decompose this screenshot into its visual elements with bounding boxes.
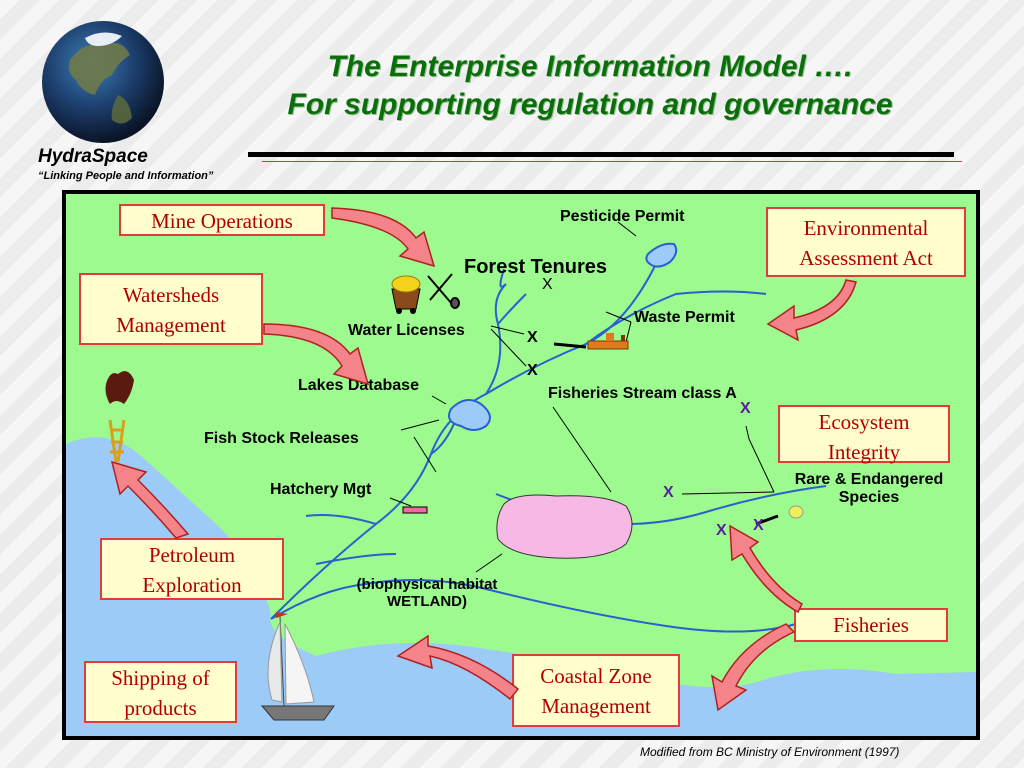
wetland-line-2: WETLAND) [387, 593, 467, 610]
flow-arrows [110, 207, 857, 712]
wetland [496, 494, 633, 559]
box-petroleum-line-1: Petroleum [148, 543, 236, 567]
box-fisheries-label: Fisheries [833, 613, 909, 637]
brand-name: HydraSpace [38, 146, 148, 167]
arrow-petroleum-to-derrick [110, 460, 190, 539]
arrow-watersheds-to-lakes [263, 323, 370, 386]
rare-line-1: Rare & Endangered [794, 471, 944, 488]
label-hatchery: Hatchery Mgt [270, 481, 372, 498]
arrow-env-to-waste [766, 279, 857, 342]
slide-title: The Enterprise Information Model …. For … [230, 48, 950, 124]
label-pesticide-permit: Pesticide Permit [560, 208, 685, 225]
x-marker: X [542, 276, 553, 293]
sawmill-icon [553, 333, 629, 350]
divider-rule [248, 152, 954, 157]
diagram-map: X X X X X X X Pesticide Permit Forest Te… [66, 194, 976, 736]
arrow-fisheries-to-river [729, 524, 803, 614]
box-watersheds: Watersheds Management [79, 273, 263, 345]
rare-line-2: Species [838, 489, 900, 506]
box-env-line-1: Environmental [803, 216, 929, 240]
box-watersheds-line-2: Management [116, 313, 226, 337]
box-shipping-line-2: products [124, 696, 197, 720]
x-marker: X [663, 484, 674, 501]
box-petroleum: Petroleum Exploration [100, 538, 284, 600]
x-marker: X [753, 517, 764, 534]
box-ecosystem: Ecosystem Integrity [778, 405, 950, 464]
wetland-line-1: (biophysical habitat [356, 576, 498, 593]
label-fish-stock: Fish Stock Releases [204, 430, 359, 447]
box-shipping: Shipping of products [84, 661, 237, 723]
label-forest-tenures: Forest Tenures [464, 256, 607, 278]
x-marker: X [740, 400, 751, 417]
box-ecosystem-line-1: Ecosystem [818, 410, 910, 434]
pick-shovel-icon [427, 273, 460, 309]
title-line-1: The Enterprise Information Model …. [327, 50, 853, 83]
title-line-2: For supporting regulation and governance [287, 88, 893, 121]
label-water-licenses: Water Licenses [348, 322, 465, 339]
arrow-mine-to-cart [331, 207, 436, 268]
oil-derrick-icon [105, 371, 134, 463]
x-marker: X [527, 362, 538, 379]
sailboat-icon [260, 612, 335, 721]
box-coastal-zone: Coastal Zone Management [512, 654, 680, 727]
box-environmental-act: Environmental Assessment Act [766, 207, 966, 277]
box-env-line-2: Assessment Act [799, 246, 933, 270]
label-lakes-database: Lakes Database [298, 377, 419, 394]
label-fisheries-stream: Fisheries Stream class A [548, 385, 737, 402]
box-fisheries: Fisheries [794, 608, 948, 642]
x-marker: X [527, 329, 538, 346]
box-mine-operations: Mine Operations [119, 204, 325, 236]
box-shipping-line-1: Shipping of [111, 666, 210, 690]
arrow-coastal-to-shipping [396, 634, 520, 701]
box-ecosystem-line-2: Integrity [827, 440, 901, 464]
box-coastal-line-2: Management [541, 694, 651, 718]
box-mine-operations-label: Mine Operations [151, 209, 293, 233]
label-wetland: (biophysical habitat WETLAND) [332, 576, 522, 610]
arrow-fisheries-to-coastal [710, 623, 796, 712]
divider-rule-thin [262, 161, 962, 162]
label-rare-species: Rare & Endangered Species [774, 471, 964, 507]
pesticide-lake [645, 242, 678, 268]
box-coastal-line-1: Coastal Zone [540, 664, 652, 688]
mine-cart-icon [391, 275, 421, 314]
map-graphics [66, 221, 976, 736]
species-dot-icon [755, 505, 804, 526]
x-marker: X [716, 522, 727, 539]
source-credit: Modified from BC Ministry of Environment… [640, 745, 900, 759]
box-petroleum-line-2: Exploration [142, 573, 242, 597]
coastline [270, 579, 797, 633]
box-watersheds-line-1: Watersheds [122, 283, 220, 307]
hatchery-icon [402, 506, 428, 514]
lake [448, 399, 491, 431]
brand-tagline: “Linking People and Information” [38, 170, 214, 182]
annotation-arrows [389, 221, 775, 573]
label-waste-permit: Waste Permit [634, 309, 735, 326]
